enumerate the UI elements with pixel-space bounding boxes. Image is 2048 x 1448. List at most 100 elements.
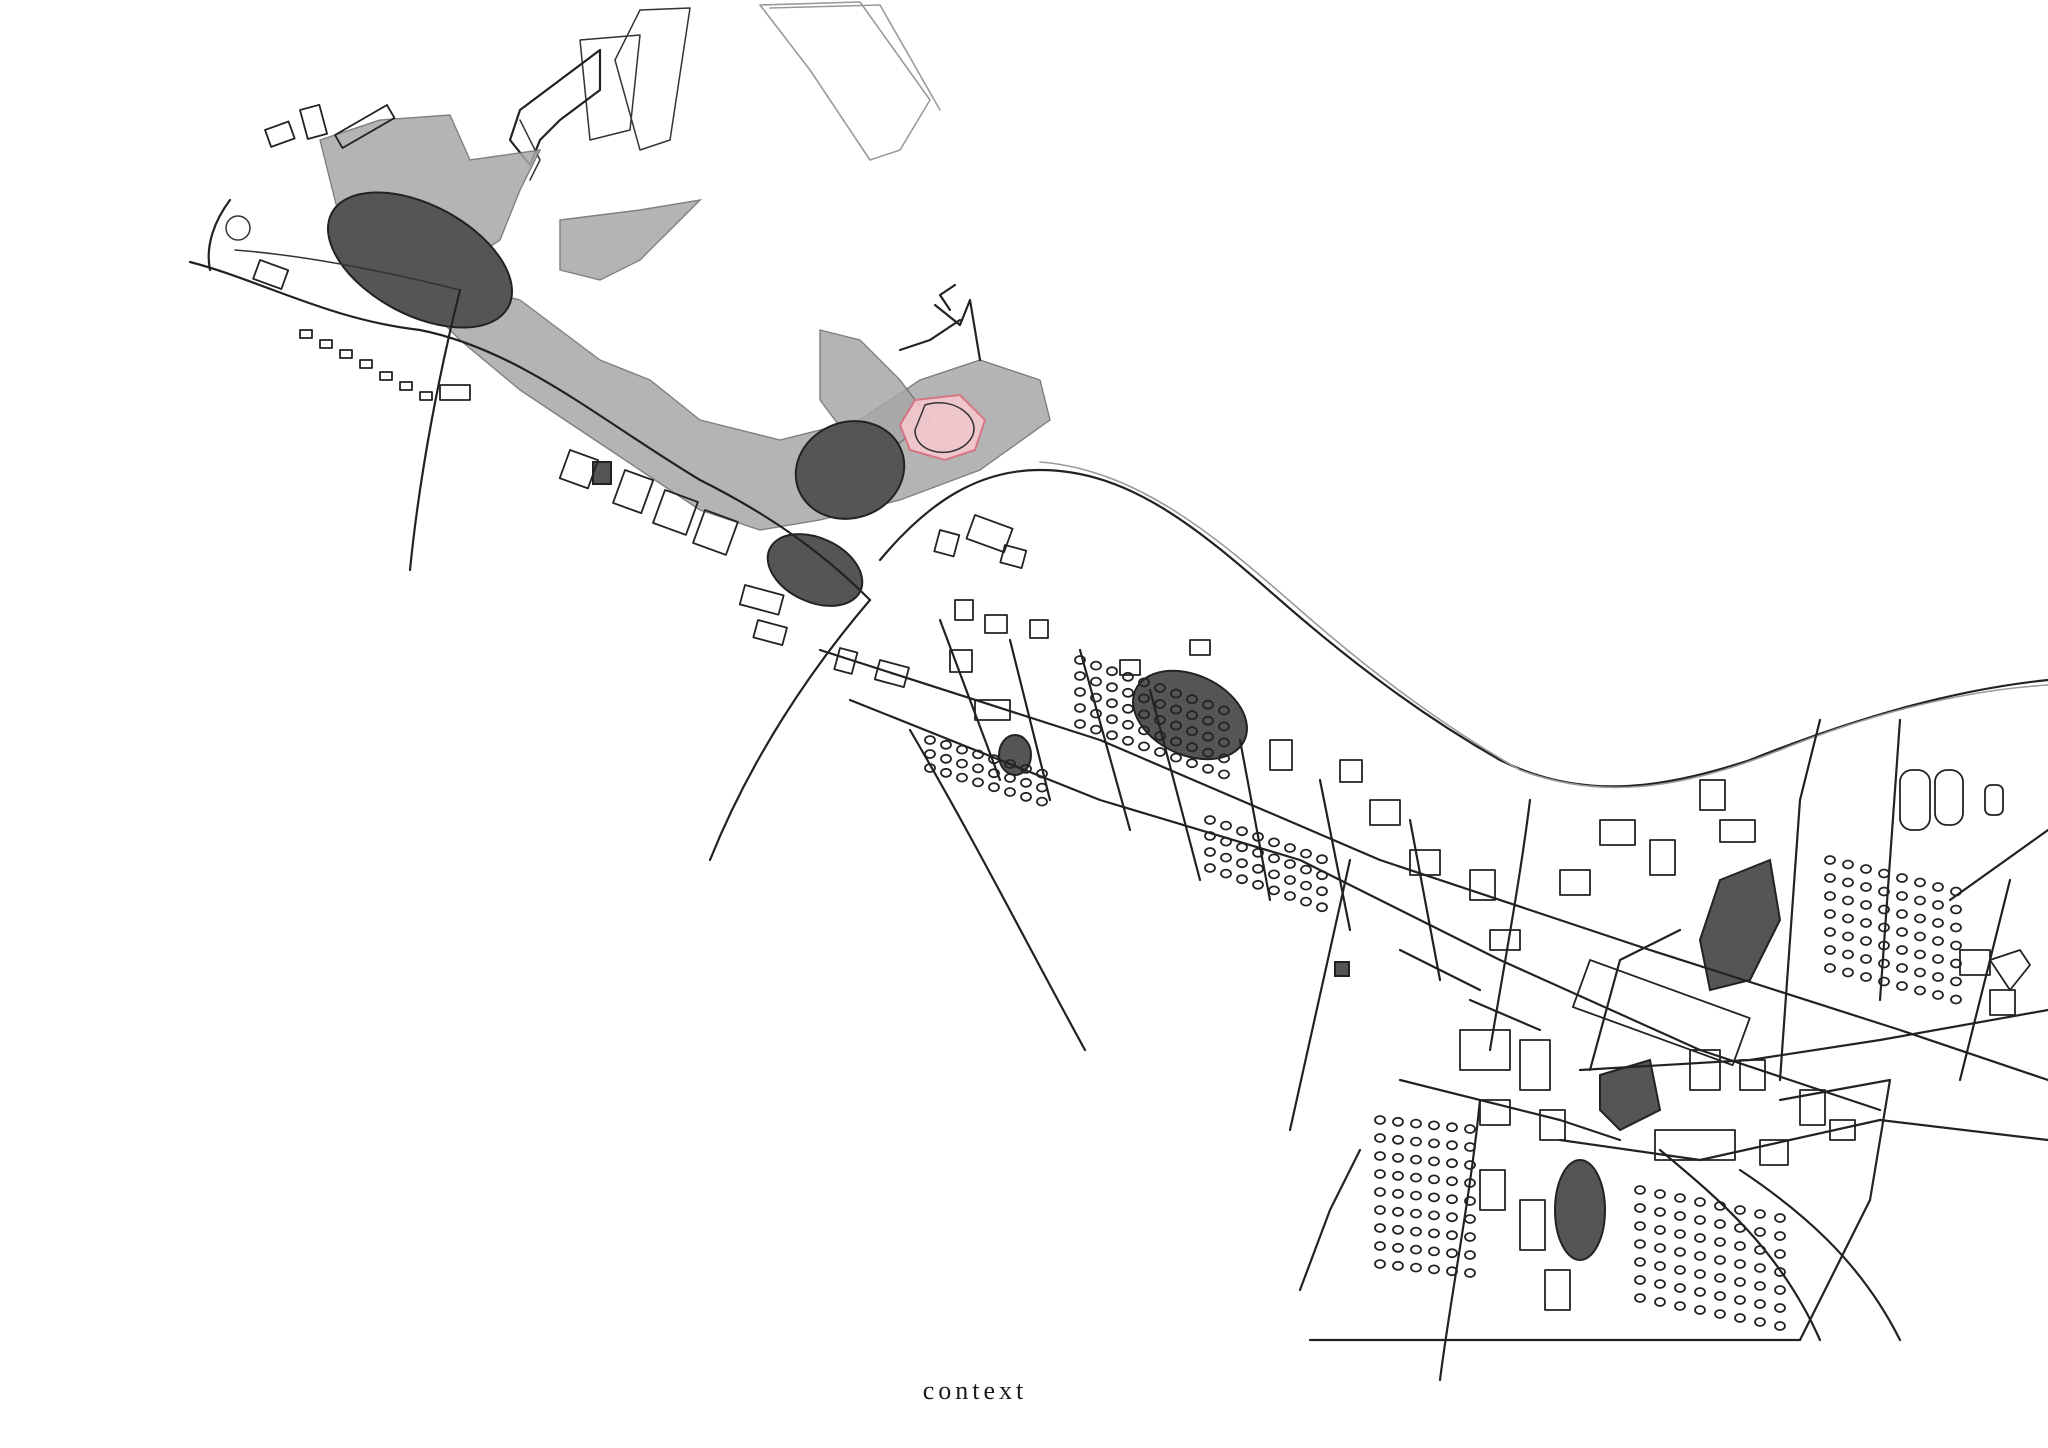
house-footprint: [1446, 1158, 1458, 1169]
house-footprint: [1300, 880, 1312, 891]
house-footprint: [1252, 831, 1264, 842]
house-footprint: [1154, 731, 1166, 741]
house-footprint: [1204, 847, 1216, 857]
house-footprint: [1374, 1259, 1386, 1269]
house-footprint: [1374, 1169, 1386, 1179]
house-footprint: [1860, 864, 1872, 874]
house-footprint: [1004, 759, 1016, 769]
house-footprint: [1674, 1211, 1686, 1221]
house-footprint: [1020, 777, 1032, 788]
house-footprint: [1392, 1170, 1404, 1181]
house-footprint: [1138, 693, 1150, 704]
house-footprint: [1754, 1227, 1766, 1237]
house-footprint: [1694, 1269, 1706, 1279]
house-footprint: [1410, 1190, 1422, 1201]
house-footprint: [1186, 742, 1198, 753]
house-footprint: [1896, 891, 1908, 901]
house-footprint: [1074, 703, 1086, 713]
house-footprint: [1464, 1124, 1476, 1134]
house-footprint: [1122, 719, 1134, 730]
house-footprint: [1204, 815, 1216, 825]
house-footprint: [1392, 1224, 1404, 1235]
house-footprint: [1950, 940, 1962, 951]
house-footprint: [1734, 1205, 1746, 1215]
house-footprint: [1774, 1231, 1786, 1241]
house-footprint: [1734, 1277, 1746, 1287]
house-footprint: [1106, 698, 1118, 709]
house-footprint: [1036, 782, 1048, 793]
house-footprint: [1220, 836, 1232, 847]
house-footprint: [1268, 885, 1280, 896]
pier-strokes: [898, 283, 982, 362]
house-footprint: [1634, 1185, 1646, 1195]
house-footprint: [1106, 730, 1118, 741]
house-footprint: [1932, 882, 1944, 892]
house-footprint: [924, 749, 936, 759]
house-footprint: [1694, 1215, 1706, 1225]
house-footprint: [1374, 1223, 1386, 1233]
house-footprint: [1020, 763, 1032, 774]
house-footprint: [1714, 1291, 1726, 1301]
house-footprint: [1074, 671, 1086, 681]
house-footprint: [1774, 1267, 1786, 1277]
house-footprint: [1654, 1261, 1666, 1271]
house-footprint: [1218, 737, 1230, 748]
house-footprint: [1300, 864, 1312, 875]
house-footprint: [1236, 858, 1248, 869]
house-footprint: [1122, 671, 1134, 682]
house-footprint: [1218, 753, 1230, 764]
house-footprint: [1914, 913, 1926, 924]
house-footprint: [1446, 1194, 1458, 1205]
house-footprint: [1896, 963, 1908, 973]
house-footprint: [1896, 927, 1908, 937]
house-footprint: [1316, 886, 1328, 897]
house-footprint: [1074, 655, 1086, 665]
house-footprint: [1252, 879, 1264, 890]
house-footprint: [1464, 1160, 1476, 1170]
house-footprint: [1446, 1248, 1458, 1259]
house-footprint: [1300, 896, 1312, 907]
house-footprint: [1410, 1154, 1422, 1165]
house-footprint: [1392, 1188, 1404, 1199]
house-footprint: [1218, 769, 1230, 780]
caption: context: [922, 1376, 1028, 1405]
house-footprint: [1170, 720, 1182, 731]
house-footprint: [1914, 949, 1926, 960]
house-footprint: [1428, 1138, 1440, 1149]
house-footprint: [1154, 683, 1166, 693]
house-footprint: [1428, 1228, 1440, 1239]
house-footprint: [1878, 976, 1890, 987]
house-footprint: [1878, 904, 1890, 915]
house-footprint: [1218, 721, 1230, 732]
house-footprint: [1284, 891, 1296, 901]
house-footprint: [1090, 676, 1102, 687]
house-footprint: [1428, 1120, 1440, 1131]
house-footprint: [1202, 715, 1214, 726]
house-footprint: [1170, 736, 1182, 747]
house-footprint: [1774, 1213, 1786, 1223]
house-footprint: [1842, 967, 1854, 978]
house-footprint: [1268, 837, 1280, 848]
house-footprint: [1300, 848, 1312, 859]
house-footprint: [1374, 1151, 1386, 1161]
house-footprint: [1950, 958, 1962, 969]
house-footprint: [1860, 954, 1872, 964]
house-footprint: [1170, 704, 1182, 715]
house-footprint: [1860, 900, 1872, 910]
building-footprints: [252, 103, 2031, 1311]
house-footprint: [1284, 859, 1296, 869]
house-footprint: [972, 763, 984, 774]
house-footprint: [1654, 1225, 1666, 1235]
house-footprint: [988, 768, 1000, 779]
house-footprint: [1654, 1279, 1666, 1289]
house-footprint: [1138, 677, 1150, 688]
house-footprint: [1914, 967, 1926, 978]
house-footprint: [1754, 1263, 1766, 1273]
house-footprint: [1410, 1262, 1422, 1273]
house-footprint: [1464, 1268, 1476, 1278]
house-footprint: [1896, 873, 1908, 883]
house-footprint: [1860, 936, 1872, 946]
house-footprint: [1036, 768, 1048, 779]
house-footprint: [1236, 874, 1248, 885]
house-footprint: [1694, 1233, 1706, 1243]
